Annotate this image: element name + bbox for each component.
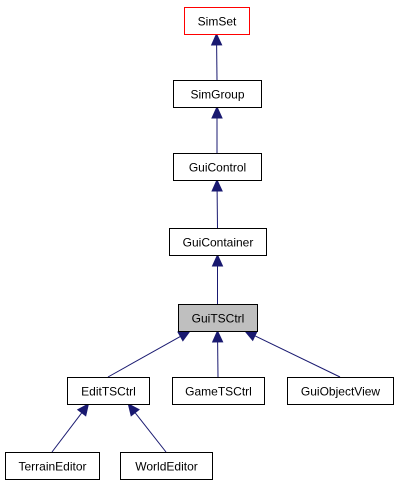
node-label: WorldEditor [135, 460, 197, 474]
node-label: GameTSCtrl [185, 385, 252, 399]
edge-terraineditor-to-edittsctrl [51, 412, 83, 453]
arrowhead-simgroup [211, 105, 223, 119]
class-node-worldeditor[interactable]: WorldEditor [120, 452, 213, 480]
class-node-simset[interactable]: SimSet [184, 7, 250, 35]
node-label: GuiControl [189, 161, 246, 175]
node-box [172, 377, 265, 405]
edge-worldeditor-to-edittsctrl [134, 412, 167, 453]
node-box [169, 228, 267, 256]
class-node-guiobjectview[interactable]: GuiObjectView [287, 377, 394, 405]
arrowhead-simset [210, 32, 223, 46]
class-node-simgroup[interactable]: SimGroup [173, 80, 262, 108]
node-label: GuiContainer [183, 236, 254, 250]
edges-layer [51, 32, 341, 453]
node-label: SimGroup [190, 88, 244, 102]
arrowhead-edittsctrl [127, 403, 140, 417]
node-box [173, 153, 262, 181]
arrowhead-edittsctrl [76, 403, 90, 417]
class-node-guicontrol[interactable]: GuiControl [173, 153, 262, 181]
edge-edittsctrl-to-guitsctrl [107, 335, 181, 378]
node-label: TerrainEditor [18, 460, 86, 474]
class-node-guitsctrl[interactable]: GuiTSCtrl [178, 304, 258, 332]
node-box [287, 377, 394, 405]
node-box [5, 452, 100, 480]
node-box [184, 7, 250, 35]
class-node-gametsctrl[interactable]: GameTSCtrl [172, 377, 265, 405]
node-label: GuiObjectView [301, 385, 380, 399]
node-box [178, 304, 258, 332]
node-box [67, 377, 150, 405]
arrowhead-guitsctrl [177, 330, 192, 342]
arrowhead-guitsctrl [211, 329, 224, 343]
class-node-terraineditor[interactable]: TerrainEditor [5, 452, 100, 480]
arrowhead-guicontrol [211, 178, 223, 192]
nodes-layer: SimSetSimGroupGuiControlGuiContainerGuiT… [5, 7, 394, 480]
node-label: GuiTSCtrl [192, 312, 245, 326]
arrowhead-guicontainer [211, 253, 224, 267]
node-label: EditTSCtrl [81, 385, 136, 399]
node-box [173, 80, 262, 108]
edge-guiobjectview-to-guitsctrl [254, 335, 341, 378]
node-label: SimSet [198, 15, 237, 29]
class-node-edittsctrl[interactable]: EditTSCtrl [67, 377, 150, 405]
class-node-guicontainer[interactable]: GuiContainer [169, 228, 267, 256]
arrowhead-guitsctrl [243, 330, 258, 342]
node-box [120, 452, 213, 480]
